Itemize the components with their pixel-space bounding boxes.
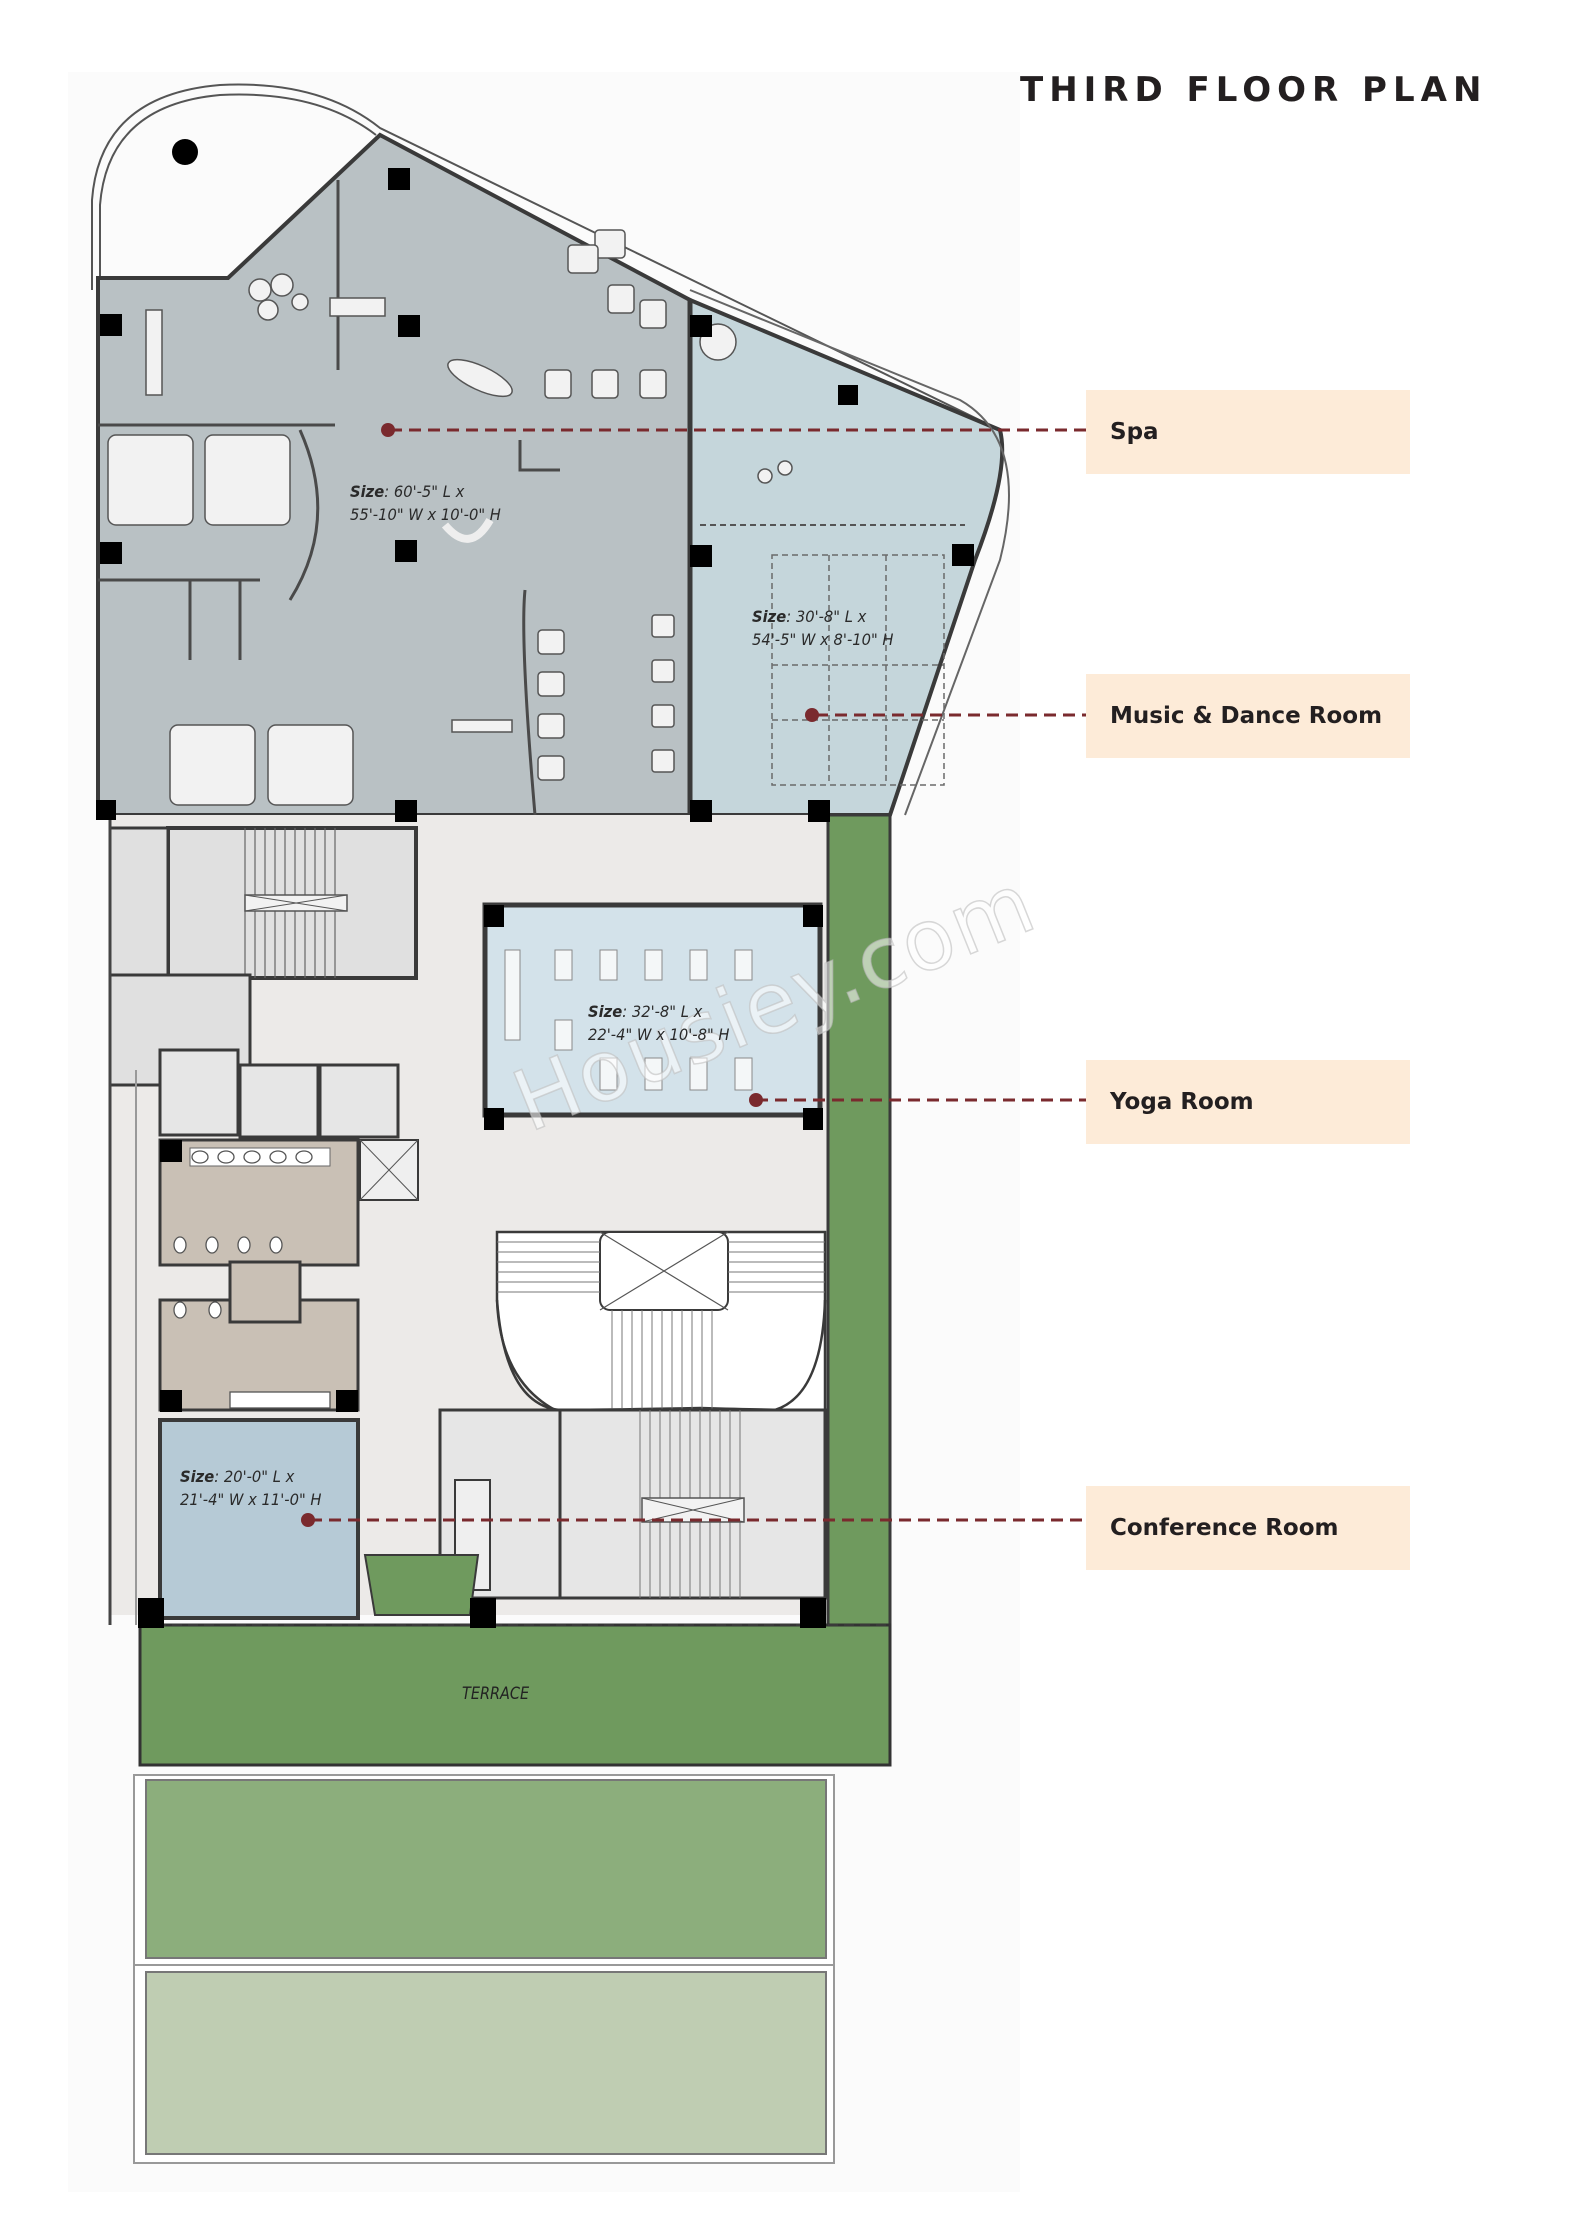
spa-furniture xyxy=(107,229,793,806)
conference-size-prefix: Size xyxy=(180,1467,215,1486)
callout-spa-label: Spa xyxy=(1110,419,1159,445)
spa-size-line2: 55'-10" W x 10'-0" H xyxy=(350,505,501,524)
lift-shaft xyxy=(158,1048,240,1137)
callout-conference-room-label: Conference Room xyxy=(1110,1515,1339,1541)
terrace-label: TERRACE xyxy=(462,1684,530,1704)
yoga-mats xyxy=(504,949,753,1091)
callout-music-dance-room: Music & Dance Room xyxy=(1086,674,1410,758)
callout-conference-room: Conference Room xyxy=(1086,1486,1410,1570)
music-dance-size-prefix: Size xyxy=(752,607,787,626)
callout-leader-lines xyxy=(310,428,1086,1522)
terrace-area xyxy=(138,1623,892,1767)
callout-music-dance-room-label: Music & Dance Room xyxy=(1110,703,1383,729)
spa-partitions xyxy=(98,180,560,816)
callout-dots xyxy=(301,423,819,1527)
spa-size-line1: : 60'-5" L x xyxy=(384,482,465,501)
yoga-size-line1: : 32'-8" L x xyxy=(622,1002,703,1021)
spa-size-prefix: Size xyxy=(350,482,385,501)
conference-room-area xyxy=(158,1418,360,1620)
right-planter xyxy=(826,813,892,1637)
conference-size-line2: 21'-4" W x 11'-0" H xyxy=(180,1490,322,1509)
music-dance-size-line1: : 30'-8" L x xyxy=(786,607,867,626)
music-dance-size-line2: 54'-5" W x 8'-10" H xyxy=(752,630,894,649)
structural-columns xyxy=(96,168,974,1628)
dance-floor-grid xyxy=(771,554,945,786)
spa-size-label: Size: 60'-5" L x 55'-10" W x 10'-0" H xyxy=(350,480,501,526)
callout-yoga-room-label: Yoga Room xyxy=(1110,1089,1254,1115)
balcony-outline xyxy=(91,83,1001,431)
yoga-size-prefix: Size xyxy=(588,1002,623,1021)
conference-size-line1: : 20'-0" L x xyxy=(214,1467,295,1486)
conference-size-label: Size: 20'-0" L x 21'-4" W x 11'-0" H xyxy=(180,1465,322,1511)
page-title: THIRD FLOOR PLAN xyxy=(1020,70,1488,110)
yoga-size-label: Size: 32'-8" L x 22'-4" W x 10'-8" H xyxy=(588,1000,730,1046)
balcony-column-round xyxy=(172,139,198,165)
callout-spa: Spa xyxy=(1086,390,1410,474)
music-dance-size-label: Size: 30'-8" L x 54'-5" W x 8'-10" H xyxy=(752,605,894,651)
callout-yoga-room: Yoga Room xyxy=(1086,1060,1410,1144)
yoga-size-line2: 22'-4" W x 10'-8" H xyxy=(588,1025,730,1044)
